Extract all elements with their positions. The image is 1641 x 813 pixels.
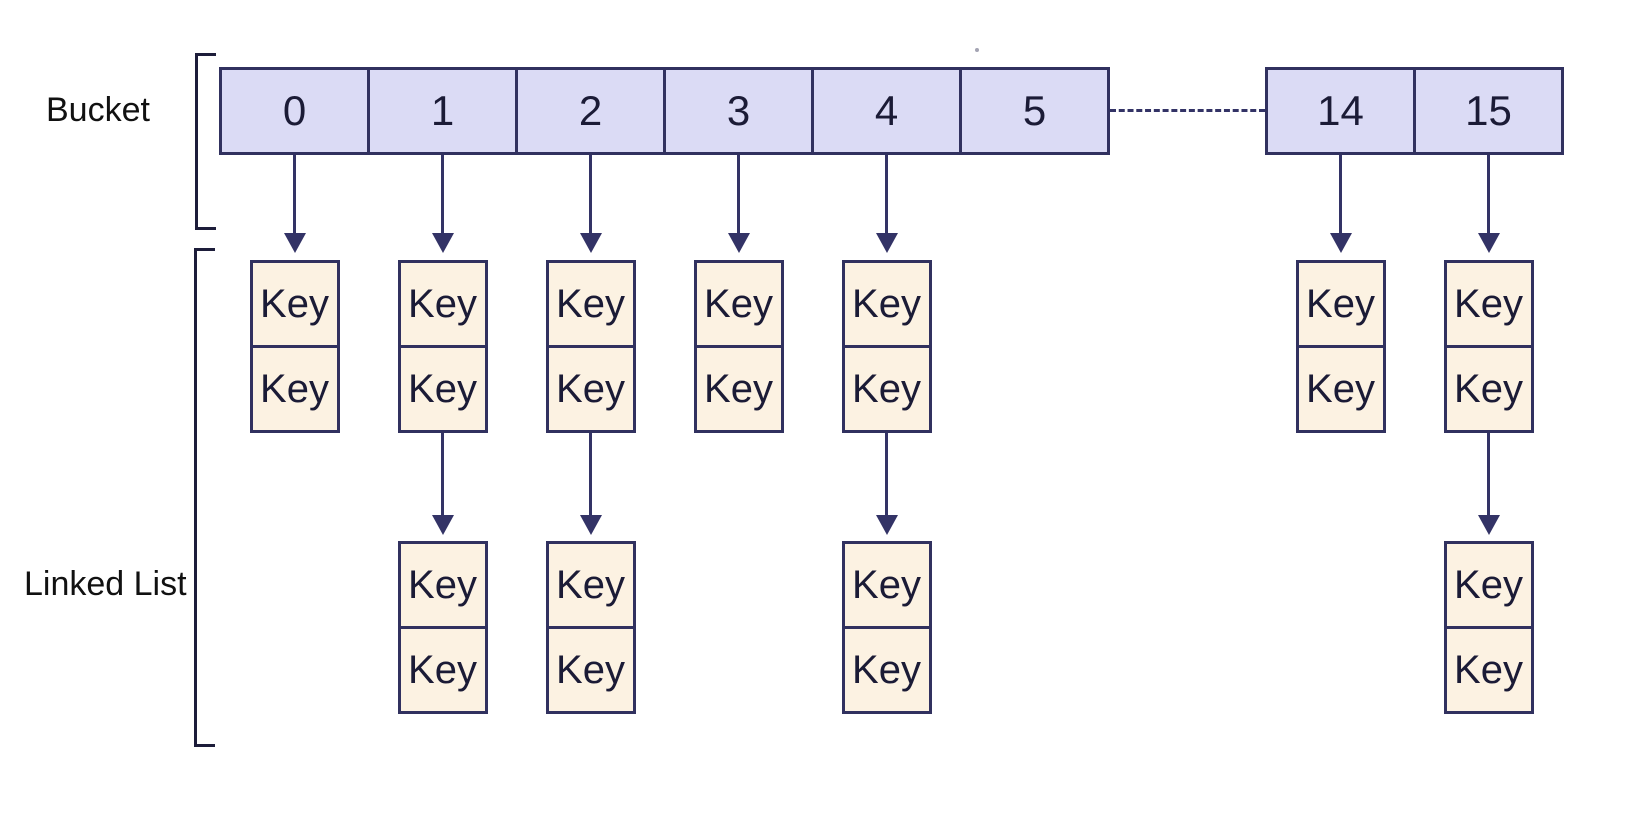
key-cell: Key <box>1446 345 1531 430</box>
bucket-0-pointer-line <box>293 155 296 233</box>
bucket-4-next-pointer-arrowhead-icon <box>875 515 898 535</box>
key-cell: Key <box>1447 544 1531 626</box>
bucket-cell-label: 4 <box>874 87 899 134</box>
key-cell: Key <box>401 544 485 626</box>
bucket-14-pointer-arrowhead-icon <box>1329 233 1352 253</box>
bucket-cell-label: 0 <box>282 87 307 134</box>
key-cell: Key <box>845 263 929 345</box>
key-cell-label: Key <box>556 367 625 411</box>
key-cell-label: Key <box>704 282 773 326</box>
linked-list-section-label: Linked List <box>24 565 187 603</box>
bucket-cell-label: 2 <box>578 87 603 134</box>
key-cell-label: Key <box>852 648 921 692</box>
bucket-0-pointer-arrowhead-icon <box>283 233 306 253</box>
key-cell-label: Key <box>1306 367 1375 411</box>
bucket-cell-15: 15 <box>1413 67 1564 155</box>
key-cell: Key <box>400 626 485 711</box>
bucket-section-label: Bucket <box>46 91 150 129</box>
bucket-cell-0: 0 <box>219 67 370 155</box>
bucket-cell-3: 3 <box>663 67 814 155</box>
linked-list-bracket <box>194 248 215 747</box>
key-cell-label: Key <box>852 282 921 326</box>
bucket-cell-14: 14 <box>1265 67 1416 155</box>
key-cell: Key <box>696 345 781 430</box>
bucket-4-pointer-arrowhead-icon <box>875 233 898 253</box>
key-cell: Key <box>548 626 633 711</box>
bucket-15-next-pointer-line <box>1487 433 1490 515</box>
key-cell: Key <box>548 345 633 430</box>
key-cell: Key <box>253 263 337 345</box>
bucket-4-next-pointer-line <box>885 433 888 515</box>
key-cell-label: Key <box>408 282 477 326</box>
bucket-cell-label: 15 <box>1465 87 1512 134</box>
key-cell-label: Key <box>1454 563 1523 607</box>
bucket-cell-label: 3 <box>726 87 751 134</box>
bucket-cell-5: 5 <box>959 67 1110 155</box>
key-cell: Key <box>252 345 337 430</box>
ellipsis-dashed-connector <box>1110 109 1265 112</box>
key-cell-label: Key <box>260 367 329 411</box>
key-cell: Key <box>1298 345 1383 430</box>
bucket-2-next-pointer-arrowhead-icon <box>579 515 602 535</box>
key-cell: Key <box>1446 626 1531 711</box>
bucket-2-pointer-arrowhead-icon <box>579 233 602 253</box>
key-cell-label: Key <box>852 563 921 607</box>
bucket-1-pointer-line <box>441 155 444 233</box>
bucket-cell-1: 1 <box>367 67 518 155</box>
key-cell-label: Key <box>260 282 329 326</box>
key-cell-label: Key <box>1454 282 1523 326</box>
bucket-cell-label: 1 <box>430 87 455 134</box>
key-cell-label: Key <box>408 367 477 411</box>
key-cell: Key <box>549 544 633 626</box>
key-cell: Key <box>845 544 929 626</box>
bucket-3-pointer-arrowhead-icon <box>727 233 750 253</box>
key-cell-label: Key <box>408 563 477 607</box>
bucket-cell-label: 5 <box>1022 87 1047 134</box>
key-cell-label: Key <box>556 563 625 607</box>
bucket-bracket <box>195 53 216 230</box>
bucket-15-pointer-arrowhead-icon <box>1477 233 1500 253</box>
key-cell-label: Key <box>852 367 921 411</box>
key-cell: Key <box>401 263 485 345</box>
key-cell-label: Key <box>1454 367 1523 411</box>
stray-dot <box>975 48 979 52</box>
bucket-15-next-pointer-arrowhead-icon <box>1477 515 1500 535</box>
key-cell: Key <box>844 345 929 430</box>
bucket-3-pointer-line <box>737 155 740 233</box>
bucket-15-pointer-line <box>1487 155 1490 233</box>
bucket-4-pointer-line <box>885 155 888 233</box>
bucket-cell-2: 2 <box>515 67 666 155</box>
key-cell: Key <box>1447 263 1531 345</box>
bucket-2-next-pointer-line <box>589 433 592 515</box>
key-cell: Key <box>697 263 781 345</box>
bucket-cell-4: 4 <box>811 67 962 155</box>
bucket-1-pointer-arrowhead-icon <box>431 233 454 253</box>
key-cell-label: Key <box>1454 648 1523 692</box>
bucket-cell-label: 14 <box>1317 87 1364 134</box>
key-cell-label: Key <box>556 282 625 326</box>
key-cell: Key <box>844 626 929 711</box>
key-cell-label: Key <box>556 648 625 692</box>
bucket-1-next-pointer-line <box>441 433 444 515</box>
key-cell: Key <box>400 345 485 430</box>
bucket-1-next-pointer-arrowhead-icon <box>431 515 454 535</box>
bucket-14-pointer-line <box>1339 155 1342 233</box>
key-cell-label: Key <box>1306 282 1375 326</box>
key-cell: Key <box>1299 263 1383 345</box>
key-cell-label: Key <box>408 648 477 692</box>
bucket-2-pointer-line <box>589 155 592 233</box>
key-cell-label: Key <box>704 367 773 411</box>
key-cell: Key <box>549 263 633 345</box>
